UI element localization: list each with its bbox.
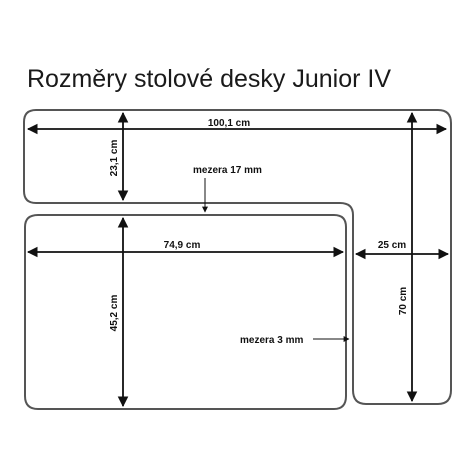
label-top-height: 23,1 cm <box>109 140 120 177</box>
label-right-width: 25 cm <box>378 240 406 251</box>
label-left-width: 74,9 cm <box>164 240 201 251</box>
l-shaped-panel-outline <box>23 109 452 405</box>
label-gap-top: mezera 17 mm <box>193 165 262 176</box>
label-gap-side: mezera 3 mm <box>240 335 303 346</box>
label-left-height: 45,2 cm <box>109 295 120 332</box>
label-top-width: 100,1 cm <box>208 118 250 129</box>
label-right-height: 70 cm <box>398 287 409 315</box>
diagram-title: Rozměry stolové desky Junior IV <box>27 65 391 93</box>
rectangular-panel-outline <box>24 214 347 410</box>
